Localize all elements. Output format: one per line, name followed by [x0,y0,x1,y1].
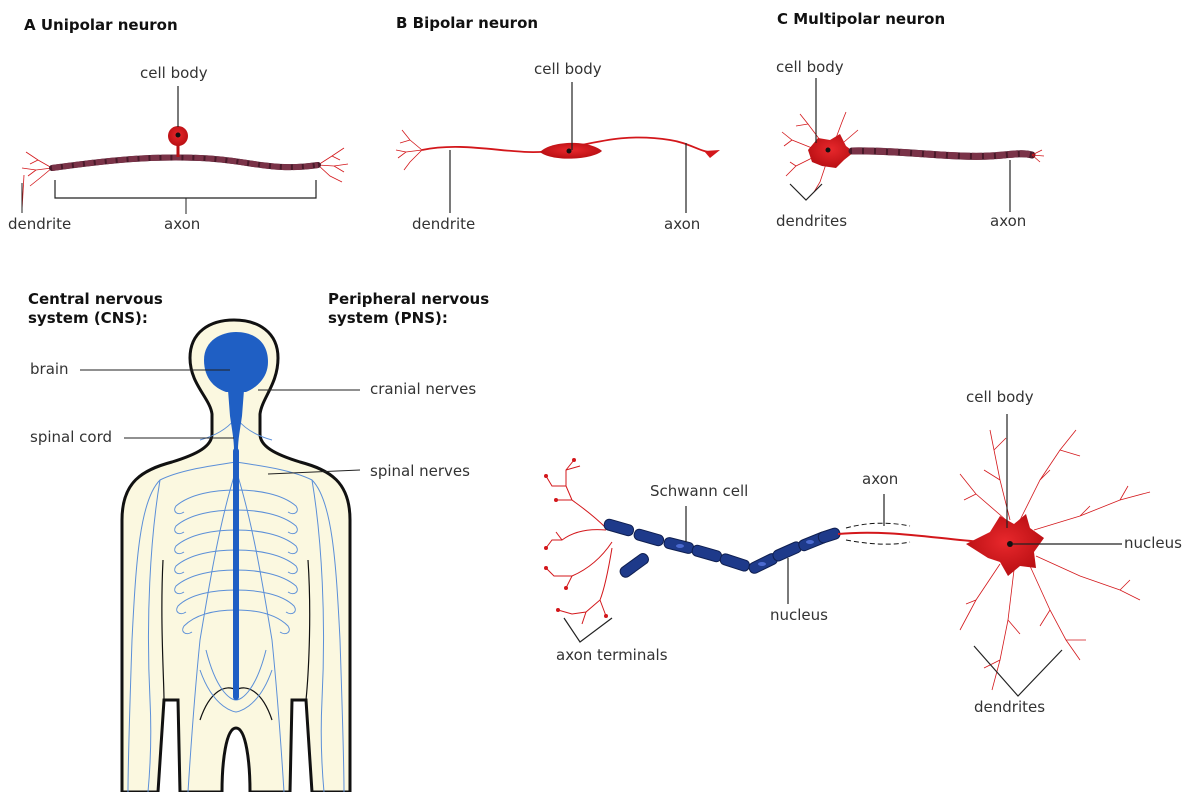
label-spinal-nerves: spinal nerves [370,462,470,480]
bipolar-axon-terminal [704,150,720,158]
label-b-cell-body: cell body [534,60,602,78]
multipolar-neuron [782,78,1044,212]
label-schwann-cell: Schwann cell [650,482,748,500]
multipolar-axon-segments [852,151,1032,156]
motor-axon [838,533,992,544]
label-b-dendrite: dendrite [412,215,475,233]
brain-shape [204,332,268,392]
unipolar-dendrite-right [318,148,348,182]
motor-dendrites [960,430,1150,690]
label-c-cell-body: cell body [776,58,844,76]
label-a-dendrite: dendrite [8,215,71,233]
myelin-sheath-schwann-cells [603,518,841,579]
label-c-axon: axon [990,212,1026,230]
unipolar-neuron [22,86,348,214]
label-a-cell-body: cell body [140,64,208,82]
unipolar-dendrite-left [22,152,52,210]
label-cranial-nerves: cranial nerves [370,380,476,398]
label-b-axon: axon [664,215,700,233]
spinal-cord-shape [233,448,239,700]
bipolar-neuron [396,82,720,213]
label-c-dendrites: dendrites [776,212,847,230]
axon-terminal-branches [546,460,612,624]
label-motor-nucleus: nucleus [1124,534,1182,552]
label-schwann-nucleus: nucleus [770,606,828,624]
label-spinal-cord: spinal cord [30,428,112,446]
leader-motor-dendrites [974,646,1062,696]
axon-bracket-a [55,180,316,198]
label-motor-cell-body: cell body [966,388,1034,406]
bipolar-nucleus [567,149,572,154]
terminal-knobs [544,458,608,618]
leader-axon-terminals [564,618,612,642]
label-motor-dendrites: dendrites [974,698,1045,716]
label-brain: brain [30,360,69,378]
label-motor-axon: axon [862,470,898,488]
label-axon-terminals: axon terminals [556,646,668,664]
label-a-axon: axon [164,215,200,233]
unipolar-nucleus [176,133,181,138]
human-body [80,320,360,792]
bipolar-dendrite-tuft [396,130,422,170]
multipolar-nucleus [826,148,831,153]
motor-cell-body [966,514,1044,576]
unipolar-axon-segments [52,157,318,168]
